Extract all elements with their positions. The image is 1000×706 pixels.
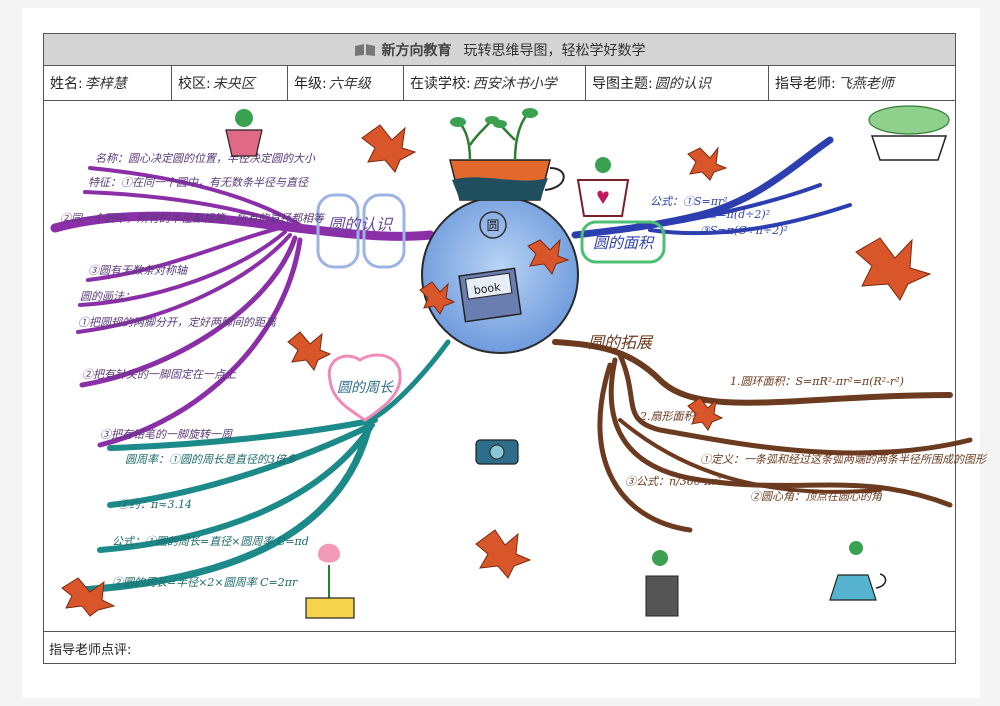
maple-leaf-icon	[855, 237, 932, 301]
circumference-item: ②圆的周长=半径×2×圆周率 C=2πr	[112, 576, 298, 589]
teacher-comment-row: 指导老师点评:	[43, 631, 956, 664]
knowledge-item: 圆的画法：	[80, 290, 135, 303]
campus-cell: 校区:未央区	[172, 66, 288, 100]
book-logo-icon	[354, 43, 375, 56]
knowledge-branch-lines	[50, 166, 435, 448]
teacher-label: 指导老师:	[775, 76, 836, 92]
maple-leaf-icon	[527, 238, 570, 275]
extension-item: 1.圆环面积：S=πR²-πr²=π(R²-r²)	[730, 375, 904, 388]
grade-label: 年级:	[294, 76, 327, 92]
school-value: 西安沐书小学	[472, 76, 557, 92]
campus-label: 校区:	[178, 76, 211, 92]
flower-pot-icon	[305, 543, 355, 619]
succulent-pot-icon	[868, 105, 950, 161]
name-cell: 姓名:李梓慧	[44, 66, 172, 100]
teacher-cell: 指导老师:飞燕老师	[769, 66, 955, 100]
worksheet-frame	[43, 33, 956, 664]
center-symbol-ring	[479, 211, 507, 239]
circumference-item: ②约：π≈3.14	[118, 498, 192, 511]
extension-branch-lines	[552, 339, 973, 533]
area-branch-lines	[571, 136, 852, 239]
circumference-items: 圆周率：①圆的周长是直径的3倍多 ②约：π≈3.14 公式：①圆的周长=直径×圆…	[112, 453, 309, 589]
knowledge-item: ③把有铅笔的一脚旋转一周	[100, 428, 233, 441]
circumference-item: 圆周率：①圆的周长是直径的3倍多	[125, 453, 298, 466]
area-item: ②S=π(d÷2)²	[700, 208, 770, 221]
area-item: ③S=π(C÷π÷2)²	[700, 224, 788, 237]
extension-item: ③公式：n/360 πr²	[625, 475, 721, 488]
knowledge-title: 圆的认识	[328, 215, 394, 234]
circumference-title: 圆的周长	[337, 380, 394, 396]
maple-leaf-icon	[687, 146, 728, 181]
extension-item: 2.扇形面积	[639, 410, 696, 423]
name-value: 李梓慧	[84, 76, 127, 92]
maple-leaf-icon	[61, 577, 116, 617]
brand-name: 新方向教育	[381, 42, 452, 59]
brand: 新方向教育	[354, 40, 452, 60]
book-label: book	[473, 280, 502, 297]
knowledge-item: 名称：圆心决定圆的位置，半径决定圆的大小	[95, 152, 316, 165]
topic-cell: 导图主题:圆的认识	[586, 66, 769, 100]
center-symbol: 圆	[486, 219, 499, 234]
knowledge-item: ②同一个圆中，所有的半径都相等，所有的直径都相等	[60, 212, 326, 225]
school-label: 在读学校:	[410, 76, 471, 92]
area-title-bubble	[580, 220, 666, 264]
maple-leaf-icon	[475, 529, 532, 579]
campus-value: 未央区	[212, 76, 255, 92]
name-label: 姓名:	[50, 76, 83, 92]
maple-leaf-icon	[687, 397, 724, 431]
grade-value: 六年级	[328, 76, 371, 92]
knowledge-item: ③圆有无数条对称轴	[88, 264, 188, 277]
knowledge-title-bubble	[316, 193, 406, 269]
knowledge-item: ①把圆规的两脚分开，定好两脚间的距离	[78, 316, 278, 329]
potted-plant-icon	[449, 108, 565, 201]
teapot-icon	[829, 541, 887, 601]
camera-icon	[475, 439, 519, 465]
school-cell: 在读学校:西安沐书小学	[404, 66, 586, 100]
book-icon	[458, 267, 522, 323]
knowledge-item: ②把有针尖的一脚固定在一点上	[82, 368, 237, 381]
extension-item: ①定义：一条弧和经过这条弧两端的两条半径所围成的图形	[700, 453, 988, 466]
grade-cell: 年级:六年级	[288, 66, 404, 100]
circumference-branch-lines	[76, 339, 451, 594]
extension-item: ②圆心角：顶点在圆心的角	[750, 490, 883, 503]
teacher-value: 飞燕老师	[837, 76, 894, 92]
extension-items: 1.圆环面积：S=πR²-πr²=π(R²-r²) 2.扇形面积 ①定义：一条弧…	[625, 375, 988, 503]
area-title: 圆的面积	[593, 234, 655, 252]
student-info-row: 姓名:李梓慧 校区:未央区 年级:六年级 在读学校:西安沐书小学 导图主题:圆的…	[43, 66, 956, 101]
header-bar: 新方向教育 玩转思维导图，轻松学好数学	[43, 33, 956, 66]
maple-leaf-icon	[287, 331, 332, 371]
maple-leaf-icon	[361, 124, 417, 173]
gift-box-icon	[645, 550, 679, 617]
knowledge-items: 名称：圆心决定圆的位置，半径决定圆的大小 特征：①在同一个圆中，有无数条半径与直…	[60, 152, 326, 441]
teacher-comment-label: 指导老师点评:	[49, 642, 132, 658]
slogan: 玩转思维导图，轻松学好数学	[463, 42, 646, 59]
maple-leaf-icon	[419, 281, 456, 315]
maple-leaf-icons	[61, 124, 932, 617]
knowledge-item: 特征：①在同一个圆中，有无数条半径与直径	[88, 176, 309, 189]
heart-pot-icon	[576, 157, 630, 217]
topic-value: 圆的认识	[654, 76, 711, 92]
area-item: 公式：①S=πr²	[650, 195, 728, 208]
circumference-title-bubble	[327, 353, 402, 422]
area-items: 公式：①S=πr² ②S=π(d÷2)² ③S=π(C÷π÷2)²	[650, 195, 788, 237]
topic-label: 导图主题:	[592, 76, 653, 92]
circumference-item: 公式：①圆的周长=直径×圆周率 C=πd	[112, 535, 309, 548]
small-plant-pot-icon	[225, 109, 263, 157]
extension-title: 圆的拓展	[588, 333, 654, 352]
